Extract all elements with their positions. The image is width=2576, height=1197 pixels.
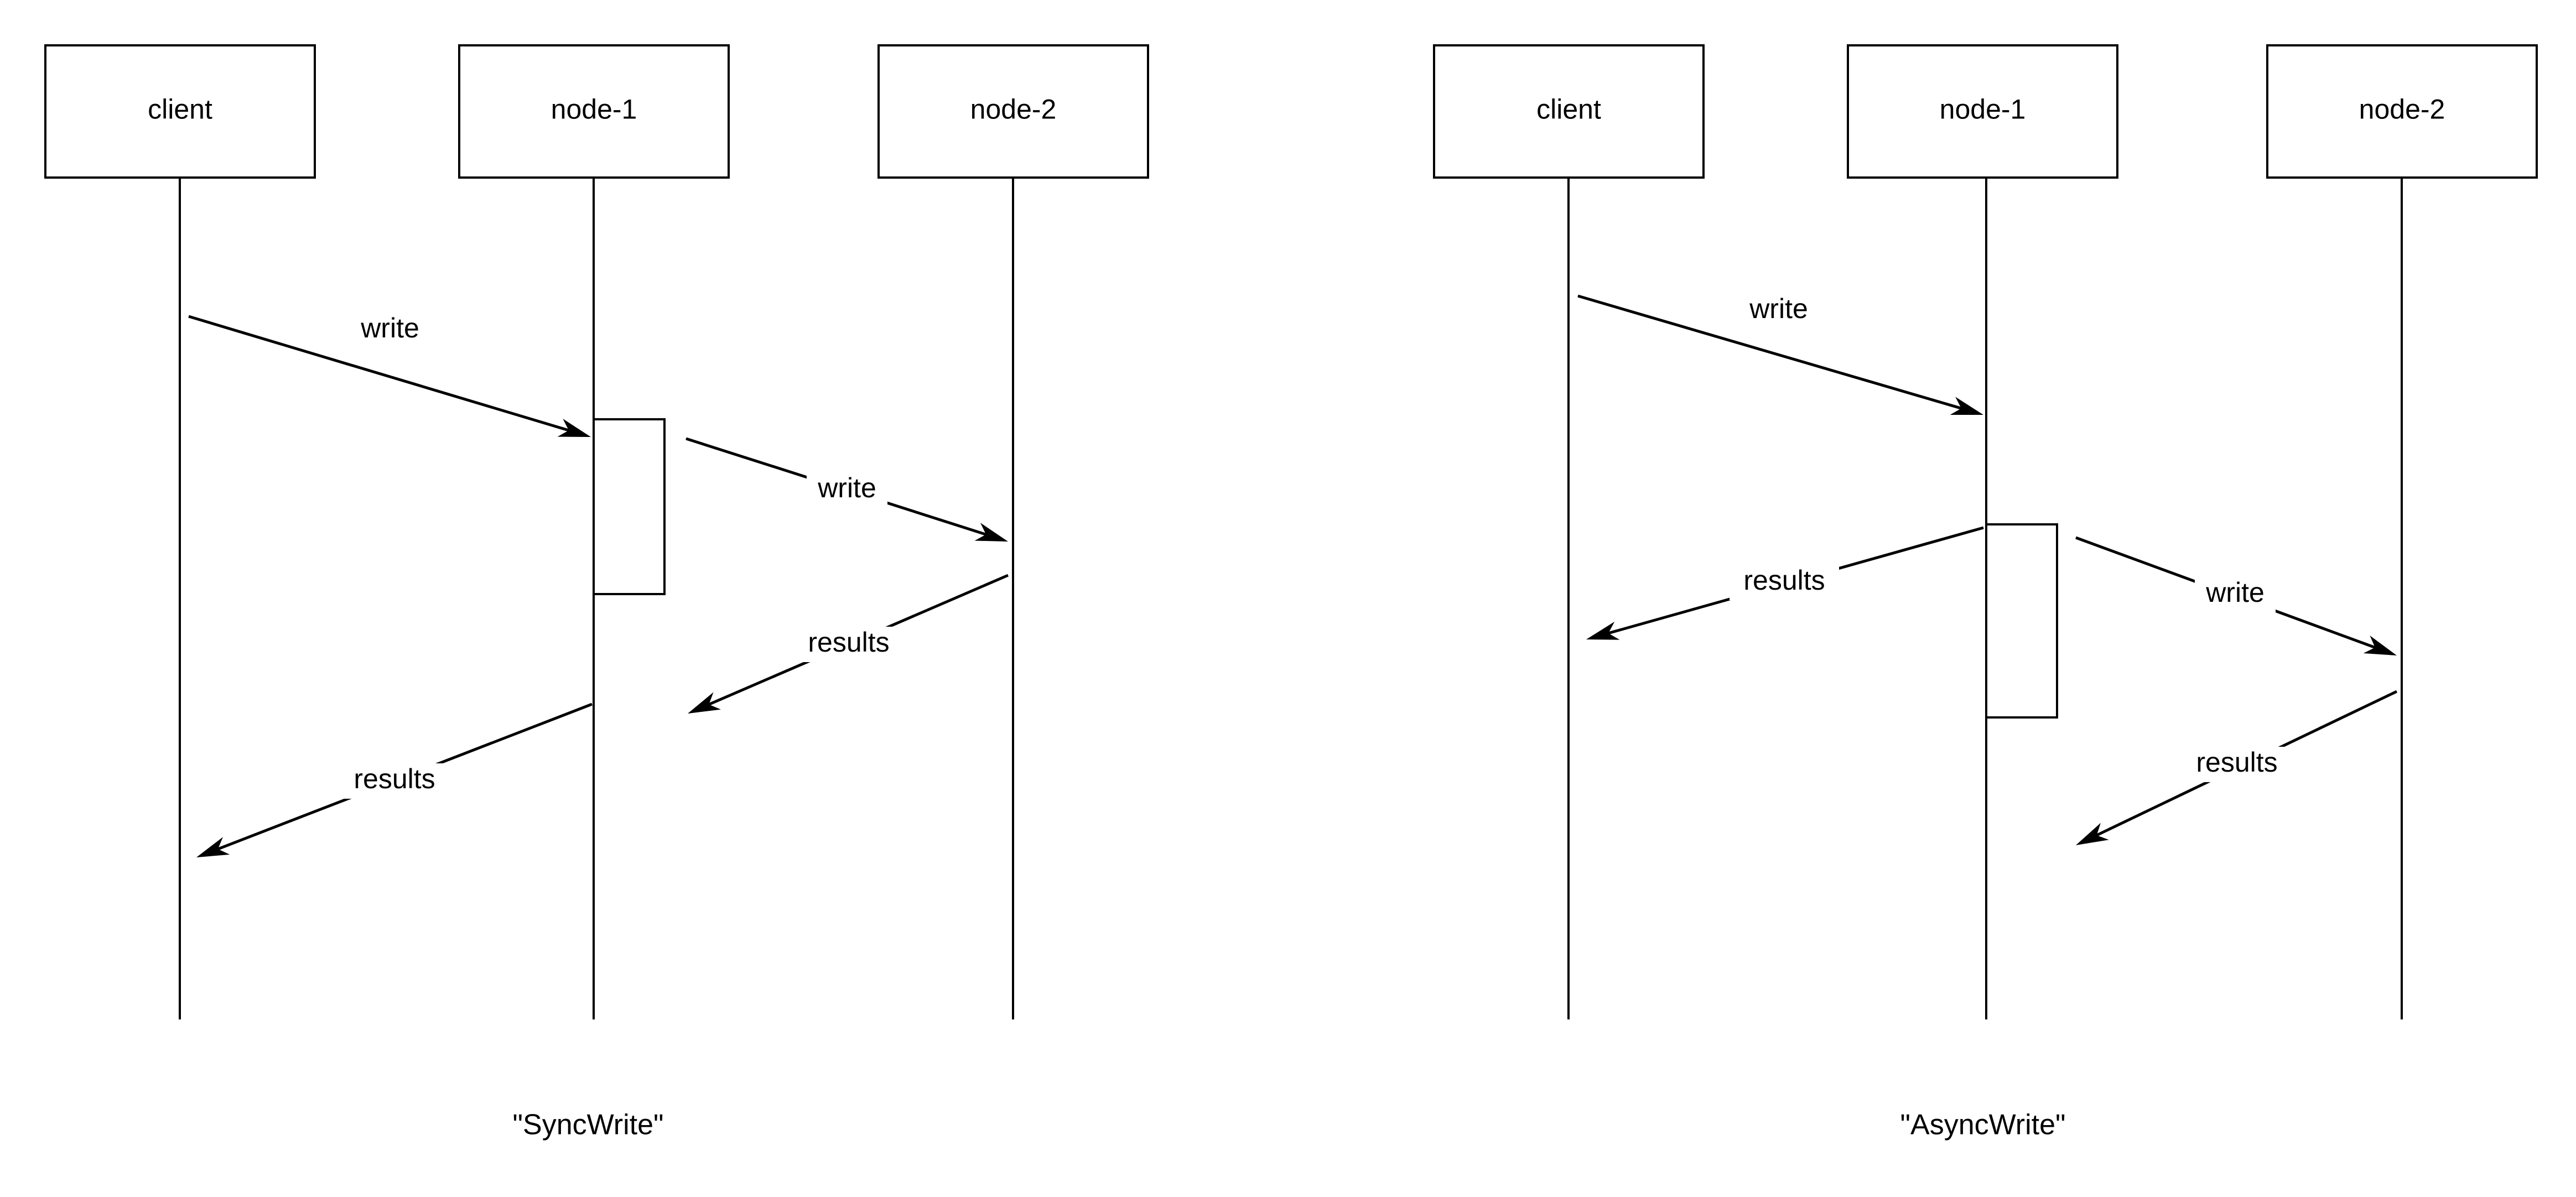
message-write-0[interactable]: write — [188, 313, 591, 437]
participant-node-2[interactable]: node-2 — [2266, 44, 2538, 179]
message-label: results — [2196, 747, 2277, 778]
message-label-backdrop — [1738, 293, 1819, 329]
message-label: write — [360, 313, 419, 344]
arrowhead-icon — [2076, 823, 2109, 845]
participant-label-client: client — [1536, 94, 1601, 125]
arrowhead-icon — [974, 523, 1008, 542]
arrowhead-icon — [1586, 621, 1620, 640]
participant-box-client[interactable] — [1433, 44, 1705, 179]
diagram-caption-async-write: "AsyncWrite" — [1900, 1109, 2066, 1141]
participant-client[interactable]: client — [44, 44, 316, 179]
participant-box-node-1[interactable] — [1847, 44, 2118, 179]
participant-node-1[interactable]: node-1 — [1847, 44, 2118, 179]
message-label-backdrop — [794, 627, 903, 662]
message-label-backdrop — [2182, 747, 2292, 782]
message-label: write — [1749, 293, 1808, 324]
message-label: results — [1743, 565, 1825, 596]
message-results-2[interactable]: results — [688, 574, 1009, 714]
message-label-backdrop — [1730, 565, 1839, 600]
message-label: results — [354, 763, 435, 794]
participant-label-node-1: node-1 — [551, 94, 637, 125]
message-label-backdrop — [807, 472, 887, 508]
arrowhead-icon — [557, 419, 591, 437]
message-write-0[interactable]: write — [1577, 293, 1983, 415]
message-results-1[interactable]: results — [1586, 526, 1984, 640]
participant-box-client[interactable] — [44, 44, 316, 179]
participant-client[interactable]: client — [1433, 44, 1705, 179]
message-label-backdrop — [2195, 577, 2276, 612]
message-line — [188, 315, 577, 434]
participant-box-node-2[interactable] — [2266, 44, 2538, 179]
message-label-backdrop — [340, 763, 449, 799]
participant-node-2[interactable]: node-2 — [877, 44, 1149, 179]
participant-box-node-1[interactable] — [458, 44, 730, 179]
message-results-3[interactable]: results — [196, 702, 593, 857]
arrowhead-icon — [196, 837, 230, 857]
activation-box-node-1[interactable] — [593, 418, 666, 595]
diagram-async-write: client node-1 node-2 write results write resul… — [1433, 44, 2538, 1141]
activation-box-node-1[interactable] — [1985, 523, 2058, 719]
arrowhead-icon — [2363, 636, 2397, 655]
participant-box-node-2[interactable] — [877, 44, 1149, 179]
diagram-sync-write: client node-1 node-2 write write results resul… — [44, 44, 1149, 1141]
participant-label-node-1: node-1 — [1940, 94, 2026, 125]
message-label: write — [2205, 577, 2265, 608]
participant-node-1[interactable]: node-1 — [458, 44, 730, 179]
message-label: write — [817, 472, 876, 503]
arrowhead-icon — [1950, 397, 1983, 415]
message-label-backdrop — [350, 313, 430, 348]
arrowhead-icon — [688, 692, 721, 714]
diagram-caption-sync-write: "SyncWrite" — [513, 1109, 664, 1141]
participant-label-client: client — [148, 94, 212, 125]
message-results-3[interactable]: results — [2076, 690, 2398, 845]
message-write-2[interactable]: write — [2075, 536, 2397, 655]
message-line — [1577, 294, 1970, 412]
participant-label-node-2: node-2 — [970, 94, 1057, 125]
participant-label-node-2: node-2 — [2359, 94, 2445, 125]
message-write-1[interactable]: write — [685, 437, 1008, 542]
message-label: results — [808, 627, 889, 658]
